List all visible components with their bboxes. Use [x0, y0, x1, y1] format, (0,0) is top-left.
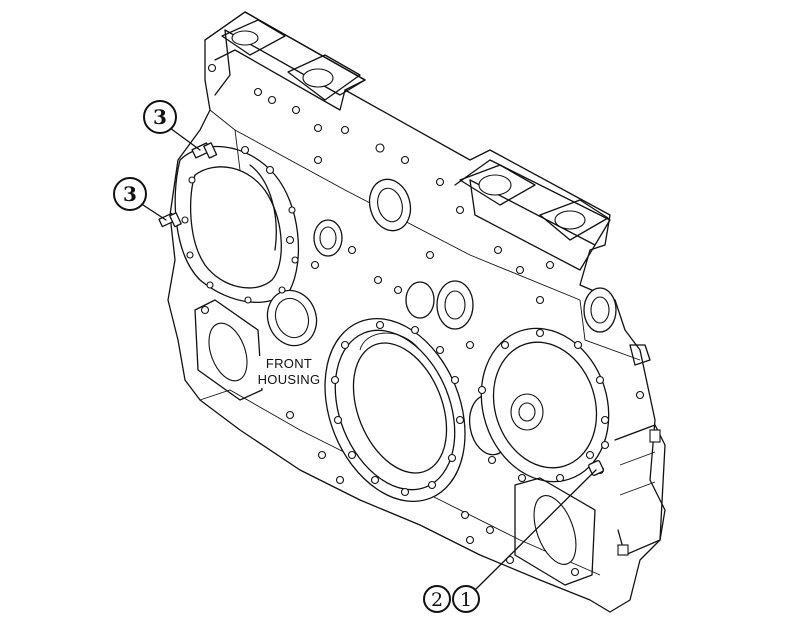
right-side-bracket: [614, 344, 666, 556]
front-housing-label: FRONT HOUSING: [255, 356, 323, 388]
right-gear-opening: [480, 327, 610, 483]
callout-bolt-lower: [588, 460, 604, 476]
callout-1-text: 1: [460, 589, 472, 611]
callout-bolt-left: [158, 212, 182, 228]
label-line-2: HOUSING: [258, 372, 321, 387]
housing-outline: [167, 11, 666, 613]
callout-3-left-text: 3: [123, 182, 137, 206]
bolt-holes: [181, 63, 645, 577]
callout-2: 2: [423, 585, 451, 613]
callout-3-top: 3: [143, 100, 177, 134]
callout-bolt-top: [191, 142, 218, 159]
left-cover-plate: [194, 299, 263, 401]
callout-3-top-text: 3: [153, 105, 167, 129]
callout-1: 1: [452, 585, 480, 613]
callout-3-left: 3: [113, 177, 147, 211]
callout-2-text: 2: [431, 589, 443, 611]
top-flange-plates: [221, 19, 609, 241]
center-bore: [324, 317, 466, 503]
label-line-1: FRONT: [266, 356, 312, 371]
leader-lines: [139, 127, 597, 591]
lower-right-cover: [514, 477, 596, 586]
left-gear-opening: [174, 145, 299, 303]
